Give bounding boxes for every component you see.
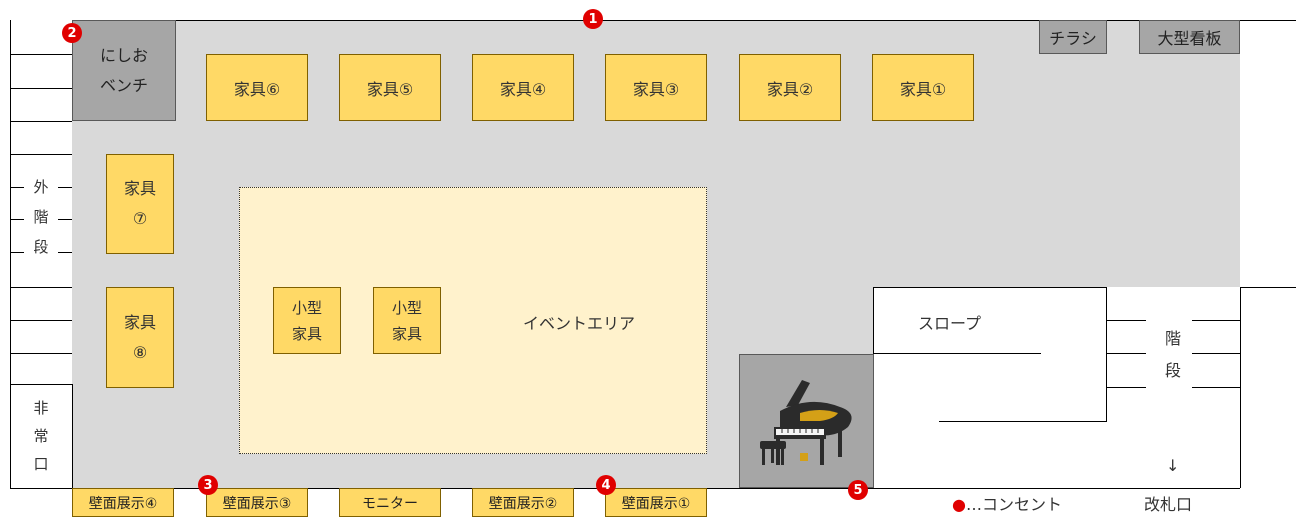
- stairs-stripe: [1106, 353, 1146, 354]
- stairs-stripe: [1192, 353, 1240, 354]
- stairs-label: 階段: [1164, 329, 1181, 380]
- outlet-marker-1: 1: [583, 9, 603, 29]
- monitor: モニター: [339, 488, 441, 517]
- flyer-stand: チラシ: [1039, 20, 1107, 54]
- left-wall: [10, 20, 11, 488]
- left-tick: [58, 252, 72, 253]
- left-stripe: [10, 353, 72, 354]
- slope-label: スロープ: [918, 314, 982, 333]
- outlet-marker-2: 2: [62, 23, 82, 43]
- furniture-6: 家具⑥: [206, 54, 308, 121]
- slope-wall: [873, 353, 1041, 354]
- event-area-label: イベントエリア: [523, 314, 636, 333]
- ticket-gate-label: 改札口: [1144, 495, 1193, 514]
- left-stripe: [10, 384, 72, 385]
- left-stripe: [10, 121, 72, 122]
- legend-text: …コンセント: [965, 495, 1062, 514]
- big-sign: 大型看板: [1139, 20, 1240, 54]
- small-furniture-2: 小型家具: [373, 287, 441, 354]
- wall-display-4: 壁面展示④: [72, 488, 174, 517]
- piano-area: [739, 354, 874, 488]
- left-stripe: [10, 54, 72, 55]
- ticket-gate-arrow: ↓: [1166, 456, 1180, 475]
- left-tick: [10, 252, 24, 253]
- slope-wall: [1106, 287, 1107, 422]
- stairs-wall: [1240, 287, 1241, 488]
- left-stripe: [10, 320, 72, 321]
- furniture-5: 家具⑤: [339, 54, 441, 121]
- slope-wall: [873, 287, 1106, 288]
- outlet-marker-4: 4: [596, 475, 616, 495]
- wall-display-2: 壁面展示②: [472, 488, 574, 517]
- left-tick: [10, 187, 24, 188]
- stairs-stripe: [1192, 387, 1240, 388]
- emergency-exit-label: 非常口: [33, 399, 49, 473]
- stairs-wall: [1240, 287, 1296, 288]
- furniture-4: 家具④: [472, 54, 574, 121]
- slope-wall: [873, 287, 874, 354]
- left-tick: [58, 219, 72, 220]
- furniture-2: 家具②: [739, 54, 841, 121]
- wall-display-1: 壁面展示①: [605, 488, 707, 517]
- slope-wall: [939, 421, 1106, 422]
- outside-stairs-label: 外階段: [33, 178, 49, 256]
- stairs-stripe: [1192, 320, 1240, 321]
- furniture-1: 家具①: [872, 54, 974, 121]
- legend: ●…コンセント: [952, 491, 1062, 515]
- outlet-marker-3: 3: [198, 475, 218, 495]
- wall-display-3: 壁面展示③: [206, 488, 308, 517]
- stairs-stripe: [1106, 387, 1146, 388]
- grand-piano-icon: [760, 380, 852, 465]
- left-tick: [58, 187, 72, 188]
- left-stripe: [10, 154, 72, 155]
- legend-dot-icon: ●: [952, 495, 966, 514]
- left-stripe: [10, 88, 72, 89]
- top-wall: [72, 20, 1296, 21]
- emergency-wall: [72, 384, 73, 488]
- nishio-bench: にしおベンチ: [72, 20, 176, 121]
- furniture-3: 家具③: [605, 54, 707, 121]
- outlet-marker-5: 5: [848, 480, 868, 500]
- left-tick: [10, 219, 24, 220]
- stairs-stripe: [1106, 320, 1146, 321]
- left-stripe: [10, 287, 72, 288]
- small-furniture-1: 小型家具: [273, 287, 341, 354]
